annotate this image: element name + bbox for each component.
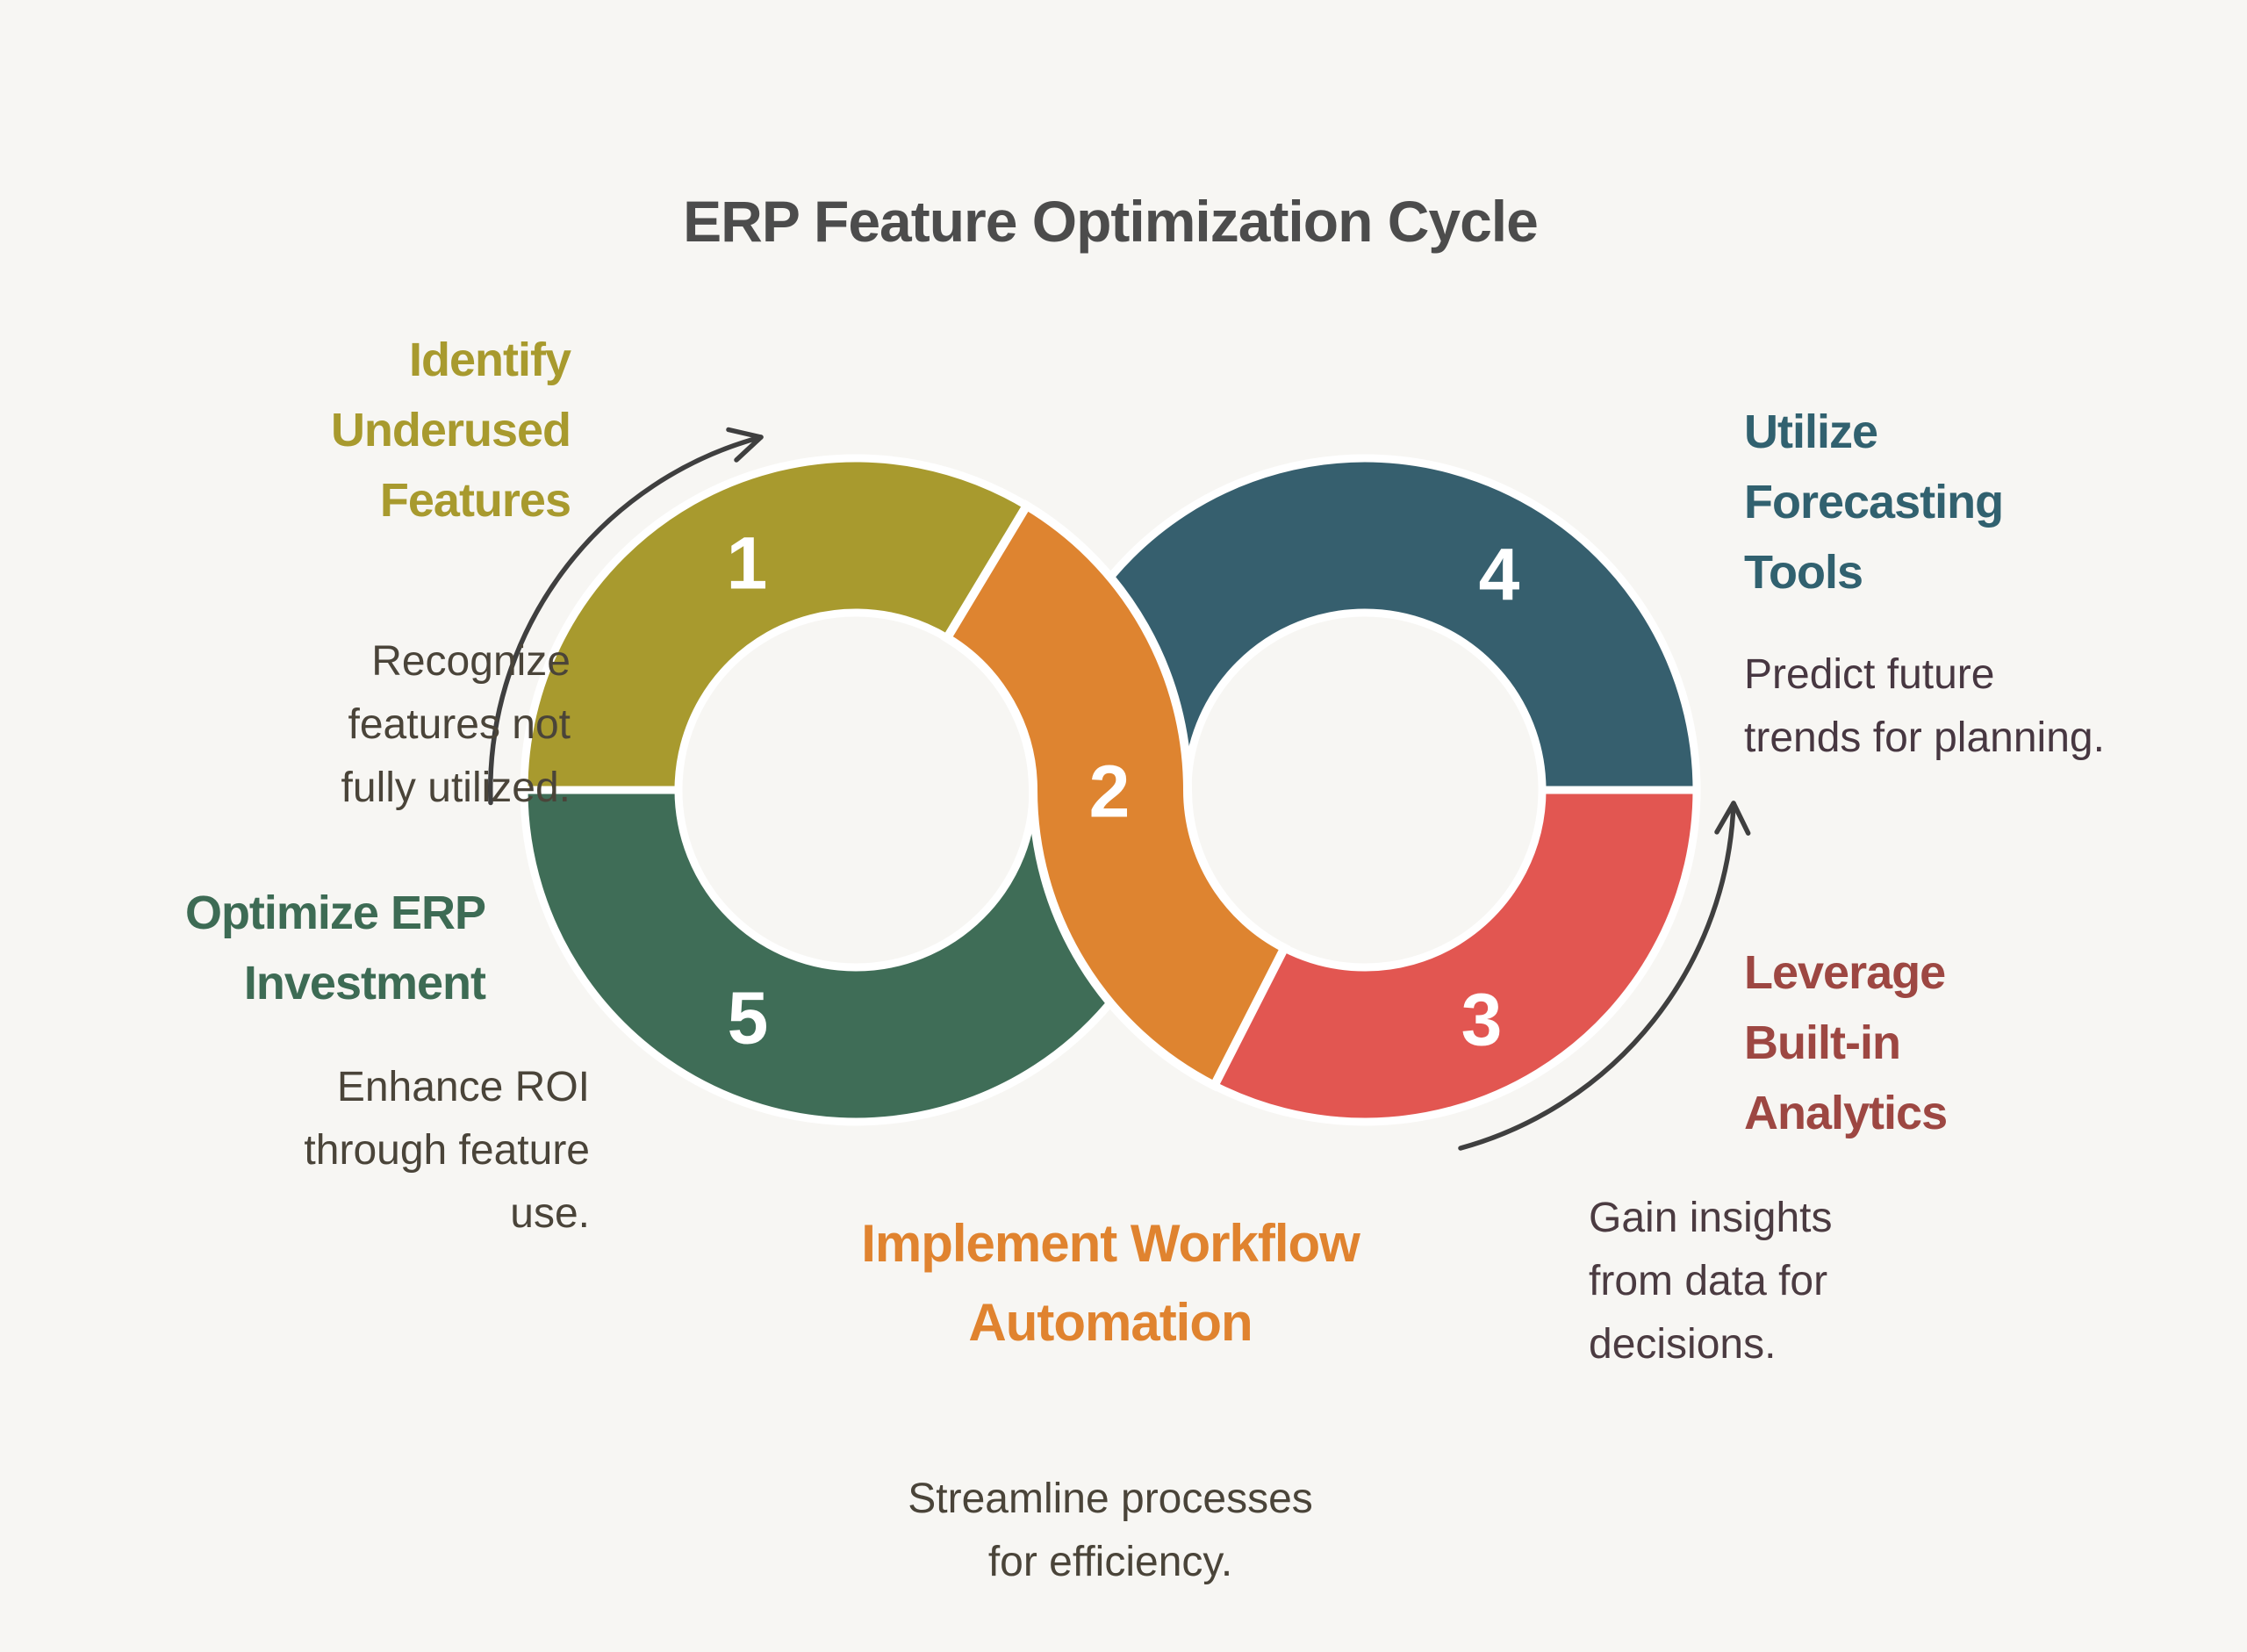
step-1-description: Recognize features not fully utilized. [341, 638, 571, 811]
step-2-description: Streamline processes for efficiency. [908, 1476, 1313, 1585]
step-1-number: 1 [726, 521, 768, 605]
step-5-description: Enhance ROI through feature use. [304, 1064, 590, 1237]
step-2-segment [941, 499, 1291, 1092]
step-3-label: Leverage Built-in Analytics [1744, 946, 1948, 1139]
step-3-number: 3 [1461, 978, 1503, 1061]
step-2-number: 2 [1088, 750, 1131, 833]
step-4-label: Utilize Forecasting Tools [1744, 406, 2004, 599]
step-1-label: Identify Underused Features [330, 334, 571, 527]
page-title: ERP Feature Optimization Cycle [683, 189, 1539, 254]
step-5-number: 5 [727, 976, 769, 1059]
step-5-segment [520, 786, 1116, 1126]
step-4-description: Predict future trends for planning. [1744, 651, 2105, 761]
step-1-segment [520, 454, 1032, 794]
upward-flow-arrow-icon [1458, 801, 1751, 1151]
clockwise-flow-arrow-icon [487, 427, 764, 806]
step-5-label: Optimize ERP Investment [184, 887, 486, 1009]
step-4-number: 4 [1478, 533, 1520, 616]
step-4-segment [1105, 454, 1701, 794]
step-3-description: Gain insights from data for decisions. [1589, 1195, 1833, 1368]
step-3-segment [1209, 786, 1701, 1126]
step-2-label: Implement Workflow Automation [861, 1214, 1360, 1352]
